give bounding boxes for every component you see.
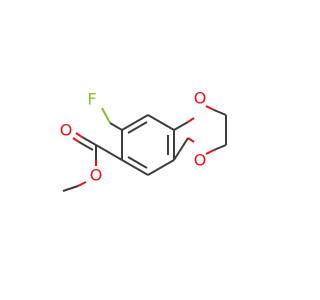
bond-o-methyl-red <box>77 181 87 187</box>
methyl-ester-group <box>62 132 123 192</box>
bond-o2-c5-red <box>187 137 195 143</box>
oxygen-ring-bottom-label: O <box>194 151 207 170</box>
bond-c6-o1 <box>173 121 189 131</box>
bond-ch2-o2 <box>213 144 227 151</box>
fluoro-group <box>101 107 123 131</box>
bond-c1-c2 <box>121 114 149 131</box>
bond-c3-c4 <box>121 159 149 176</box>
oxygen-carbonyl-label: O <box>60 121 73 140</box>
bond-c2-f <box>109 122 123 131</box>
bond-c3-c4-inner <box>127 156 148 169</box>
molecule-structure: F O O O O <box>60 89 227 192</box>
bond-o2-c5 <box>173 137 189 161</box>
bond-o1-ch2-red <box>205 105 215 111</box>
bond-c6-o1-red <box>187 117 195 123</box>
benzene-ring <box>121 114 175 176</box>
bond-c6-c1 <box>147 114 175 131</box>
bond-c3-carbonyl <box>95 144 123 161</box>
bond-carbonyl-o-double-a-red <box>75 132 83 138</box>
bond-carbonyl-o-double-b-red <box>72 137 80 143</box>
oxygen-ester-label: O <box>90 166 103 185</box>
bond-ch2-o2-red <box>205 149 215 155</box>
bond-carbonyl-o-double-a <box>81 136 97 146</box>
bond-o-methyl <box>62 185 79 192</box>
fluorine-atom-label: F <box>87 90 96 109</box>
bond-c1-c2-inner <box>127 121 148 134</box>
bond-c4-c5 <box>147 159 175 176</box>
dioxane-ring <box>173 105 227 161</box>
bond-carbonyl-o-double-b <box>78 141 94 151</box>
bond-o1-ch2 <box>213 109 227 116</box>
bond-c2-f-green <box>101 107 111 124</box>
oxygen-ring-top-label: O <box>194 89 207 108</box>
